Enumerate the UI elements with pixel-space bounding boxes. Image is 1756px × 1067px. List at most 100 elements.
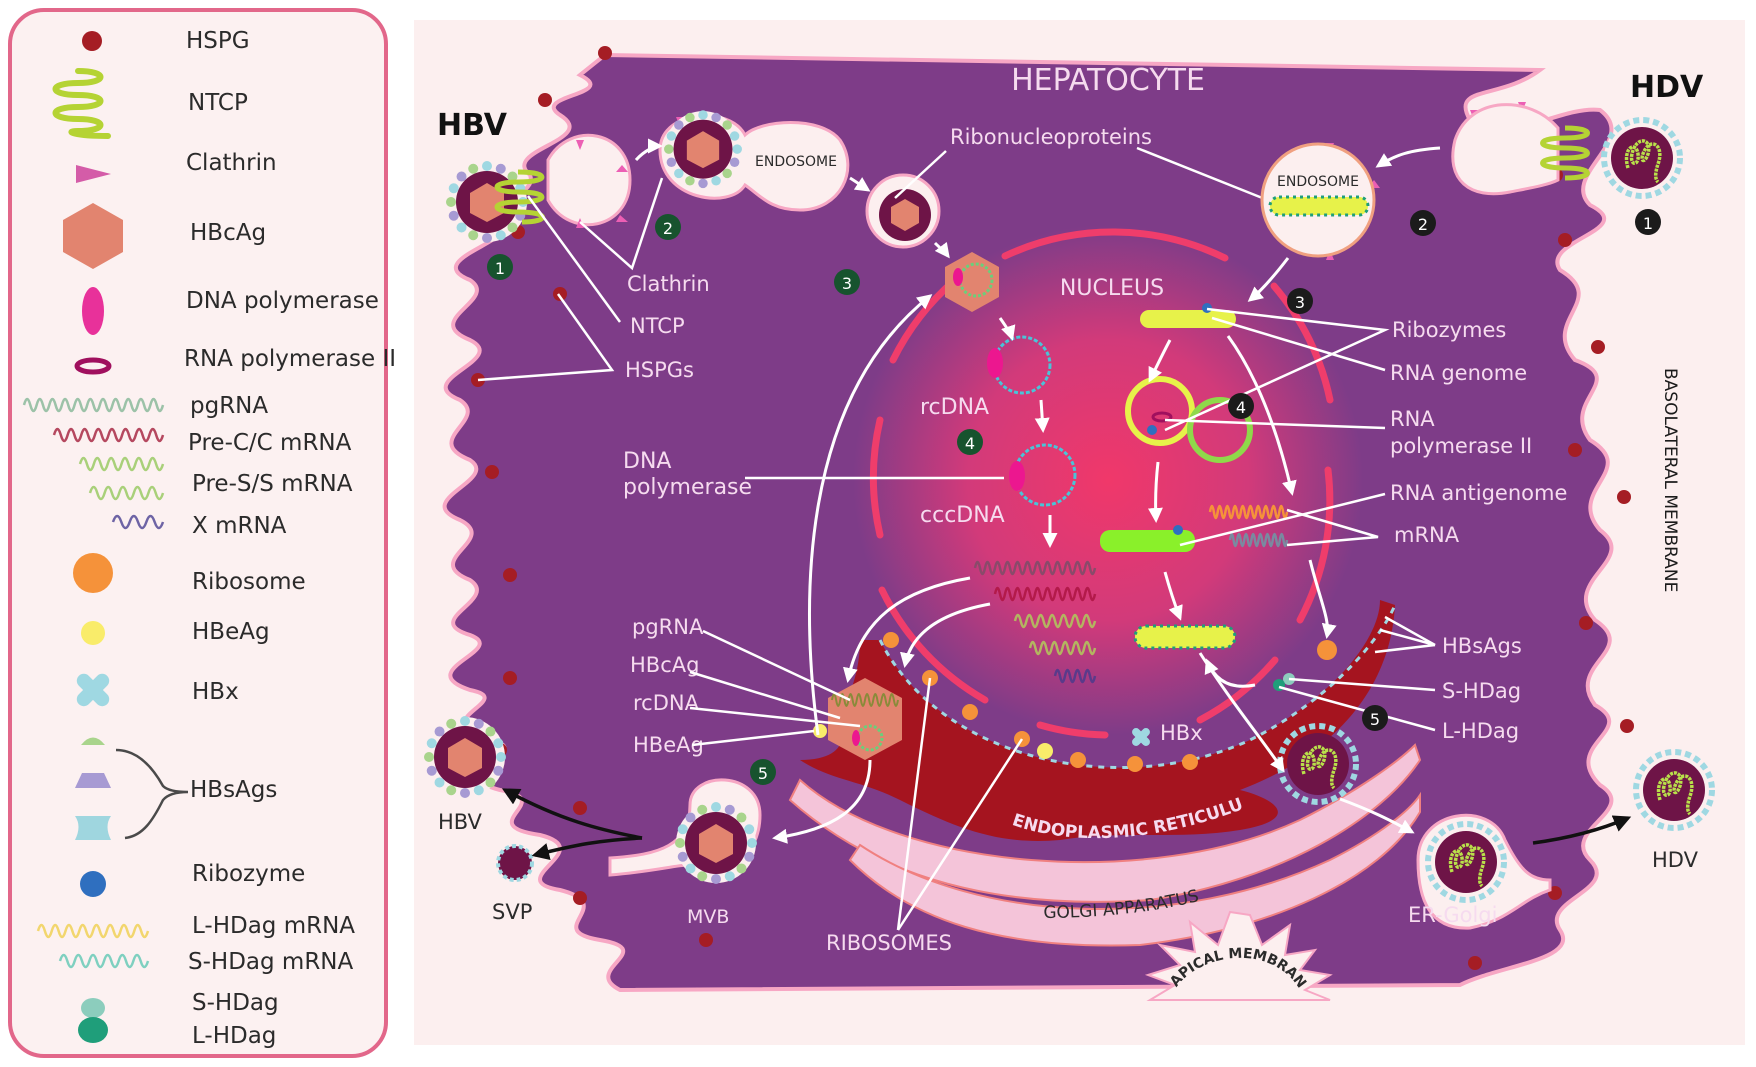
rcdna-capsid-label: rcDNA	[633, 691, 700, 715]
svp-particle	[496, 844, 534, 882]
entry-pointers	[477, 177, 664, 382]
endocytic-pit-hbv	[546, 133, 632, 227]
legend-label-hbsags: HBsAgs	[190, 777, 278, 803]
hbv-step-3: 3	[842, 274, 852, 293]
legend-label-ribozyme: Ribozyme	[192, 861, 306, 887]
rcdna-polymerase	[987, 348, 1003, 378]
hbsag-brace-icon	[115, 748, 189, 840]
hbv-virion-endosome	[664, 110, 742, 189]
hbv-released-label: HBV	[438, 810, 483, 834]
hdv-step-2: 2	[1418, 215, 1428, 234]
hspgs-label: HSPGs	[625, 358, 694, 382]
hbsags-label: HBsAgs	[1442, 634, 1522, 658]
s-hdag-mrna-transcript	[1228, 532, 1289, 548]
l-hdag-label: L-HDag	[1442, 719, 1519, 743]
hdv-step-badges: 1 2 3 4 5	[1228, 209, 1661, 731]
legend-label-clathrin: Clathrin	[186, 150, 277, 176]
x-mrna-wave-icon	[111, 514, 165, 530]
legend-label-rna-polymerase: RNA polymerase II	[184, 346, 397, 372]
rnp-in-endosome	[1268, 195, 1370, 217]
hbx-icon	[76, 673, 110, 707]
release-arrows-hbv	[501, 788, 643, 861]
nascent-pgrna	[831, 693, 899, 707]
rna-polymerase-label-1: RNA	[1390, 407, 1435, 431]
svp-label: SVP	[492, 900, 532, 924]
hbx-particle	[1132, 728, 1150, 746]
hbeag-particle	[813, 724, 827, 738]
hbcag-label: HBcAg	[630, 653, 699, 677]
cccdna-polymerase	[1009, 461, 1025, 491]
rna-polymerase-ii	[1151, 411, 1173, 423]
pre-s-transcript-1	[1013, 613, 1097, 629]
legend-label-hbcag: HBcAg	[190, 220, 267, 246]
hbv-step-badges: 1 2 3 4 5	[487, 214, 983, 785]
ribozyme-on-circle	[1147, 425, 1157, 435]
dna-polymerase-label-1: DNA	[623, 449, 671, 474]
mvb-label: MVB	[687, 906, 729, 928]
hdv-virion-assembled	[1277, 723, 1359, 805]
ribosome-icon	[73, 553, 113, 593]
nucleus	[853, 225, 1363, 735]
nucleus-label: NUCLEUS	[1060, 276, 1164, 301]
legend-label-ntcp: NTCP	[188, 90, 248, 116]
ribonucleoproteins-label: Ribonucleoproteins	[950, 125, 1152, 149]
ntcp-receptor-entry	[494, 169, 545, 225]
pre-s-mrna-wave-icon-1	[78, 456, 165, 472]
hbv-virion-released	[424, 716, 506, 798]
legend-label-hspg: HSPG	[186, 28, 250, 54]
legend-label-dna-polymerase: DNA polymerase	[186, 288, 379, 314]
hbv-virion-mvb	[675, 802, 757, 884]
hbeag-icon	[81, 621, 105, 645]
hdv-step-4: 4	[1236, 398, 1246, 417]
l-hdag-mrna-transcript	[1208, 504, 1289, 520]
rna-genome-rod	[1140, 310, 1236, 328]
l-hdag-mrna-wave-icon	[36, 923, 150, 939]
new-rnp	[1133, 624, 1237, 650]
legend-icons	[22, 31, 189, 1043]
ribosomes-label: RIBOSOMES	[826, 931, 952, 955]
pre-s-transcript-2	[1028, 640, 1097, 656]
hdv-virion-released	[1633, 749, 1715, 831]
hdv-virion-entering	[1601, 117, 1683, 199]
uncoating-capsid	[891, 199, 919, 231]
rna-polymerase-label-2: polymerase II	[1390, 434, 1532, 458]
cccdna-circle	[1013, 443, 1077, 507]
hdv-virion-er-golgi	[1425, 821, 1507, 903]
pgrna-label: pgRNA	[632, 615, 704, 639]
s-hdag-mrna-wave-icon	[58, 953, 150, 969]
rnp-pointers	[894, 146, 1281, 207]
hdv-release-arrow	[1532, 815, 1632, 845]
endoplasmic-reticulum	[800, 600, 1395, 841]
ribozyme-icon	[80, 871, 106, 897]
legend-panel: HSPG NTCP Clathrin HBcAg DNA polymerase …	[8, 8, 396, 1058]
rna-polymerase-icon	[74, 357, 112, 375]
hdv-flow-arrows	[1147, 146, 1441, 834]
hbcag-icon	[63, 203, 123, 269]
hbeag-on-er	[1037, 743, 1053, 759]
rolling-circle-2	[1187, 397, 1253, 463]
hbsag-large-icon	[75, 816, 111, 840]
hdv-entry-label: HDV	[1630, 70, 1704, 105]
pre-c-mrna-wave-icon	[52, 427, 165, 443]
rna-antigenome-rod	[1100, 530, 1195, 552]
apical-membrane	[1144, 910, 1333, 1001]
legend-label-x-mrna: X mRNA	[192, 513, 287, 539]
legend-label-ribosome: Ribosome	[192, 569, 306, 595]
rcdna-label: rcDNA	[920, 395, 989, 420]
er-golgi-label: ER-Golgi	[1408, 903, 1497, 927]
hbv-step-4: 4	[965, 434, 975, 453]
ribozyme-on-genome	[1202, 303, 1212, 313]
hbsag-small-icon	[81, 737, 105, 745]
dna-polymerase-label-2: polymerase	[623, 475, 752, 500]
ntcp-label: NTCP	[630, 314, 685, 338]
hbx-label: HBx	[1160, 721, 1203, 745]
legend-label-hbx: HBx	[192, 679, 239, 705]
hdv-released-label: HDV	[1652, 848, 1699, 872]
hepatocyte-title: HEPATOCYTE	[1011, 63, 1205, 98]
clathrin-label: Clathrin	[627, 272, 710, 296]
hbv-entry-label: HBV	[437, 108, 508, 143]
hbv-flow-arrows	[634, 138, 1058, 844]
legend-label-pre-s-mrna: Pre-S/S mRNA	[192, 471, 353, 497]
ribozyme-on-antigenome	[1173, 525, 1183, 535]
hbv-transcripts	[973, 560, 1097, 684]
